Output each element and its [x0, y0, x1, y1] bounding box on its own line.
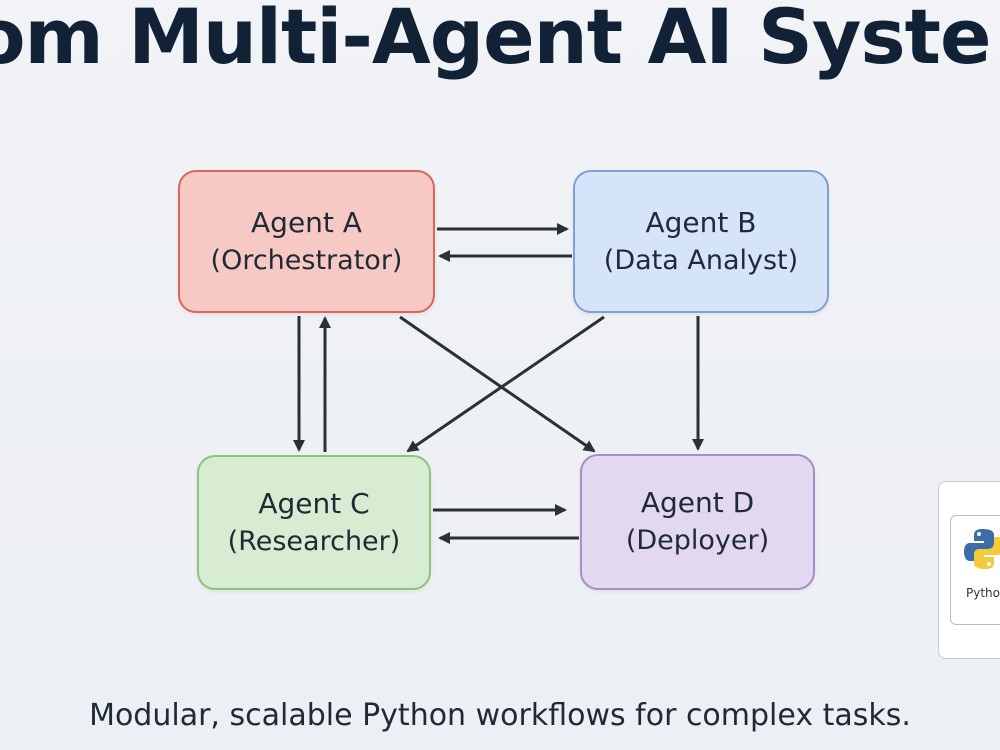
agent-d-role: (Deployer) — [625, 525, 770, 556]
agent-a-name: Agent A — [251, 205, 362, 239]
agent-d-node: Agent D (Deployer) — [580, 454, 815, 590]
agent-d-name: Agent D — [640, 486, 755, 519]
agent-a-node: Agent A (Orchestrator) — [178, 170, 435, 313]
python-logo-icon — [964, 529, 1000, 569]
arrow-b-to-c — [406, 315, 605, 453]
agent-b-name: Agent B — [645, 205, 757, 239]
agent-b-node: Agent B (Data Analyst) — [573, 170, 829, 313]
agent-b-role: (Data Analyst) — [603, 244, 799, 276]
arrow-a-to-d — [399, 315, 596, 453]
agent-c-role: (Researcher) — [227, 525, 401, 557]
agent-c-node: Agent C (Researcher) — [197, 455, 431, 590]
diagram-subtitle: Modular, scalable Python workflows for c… — [89, 698, 911, 733]
agent-c-name: Agent C — [258, 486, 370, 520]
python-card-label: Pytho — [966, 586, 1000, 600]
agent-a-role: (Orchestrator) — [210, 244, 403, 276]
diagram-title: tom Multi-Agent AI Syste — [0, 0, 992, 81]
